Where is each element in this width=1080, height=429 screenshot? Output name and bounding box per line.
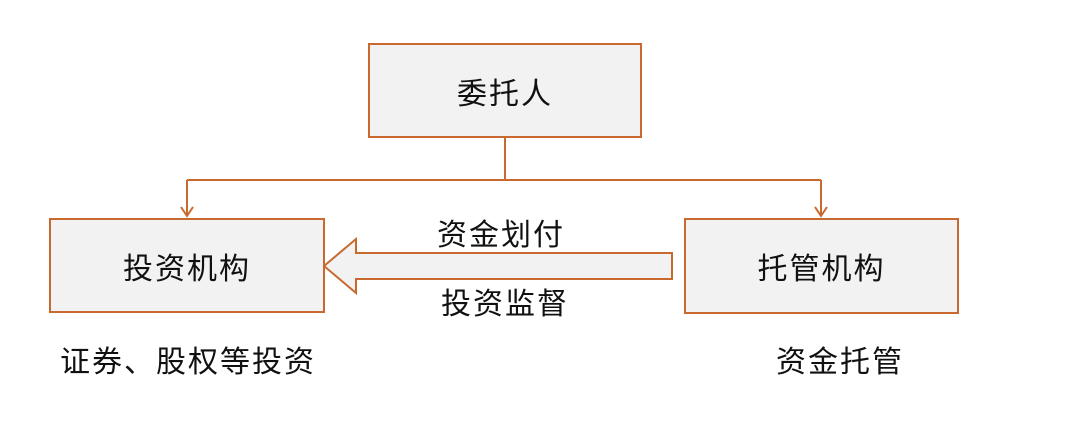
principal-label: 委托人 [457, 76, 553, 112]
investment-institution-node: 投资机构 [49, 218, 325, 313]
custody-institution-node: 托管机构 [684, 218, 959, 314]
custody-institution-label: 托管机构 [757, 252, 886, 287]
investment-scope-note: 证券、股权等投资 [60, 345, 316, 380]
principal-node: 委托人 [368, 43, 642, 138]
to-custody-arrowhead [814, 206, 828, 218]
fund-transfer-label: 资金划付 [437, 218, 565, 253]
investment-supervision-label: 投资监督 [441, 287, 569, 322]
to-investment-arrowhead [180, 206, 194, 218]
investment-institution-label: 投资机构 [123, 251, 251, 287]
custody-scope-note: 资金托管 [776, 345, 904, 380]
fund-flow-block-arrow [322, 236, 673, 296]
